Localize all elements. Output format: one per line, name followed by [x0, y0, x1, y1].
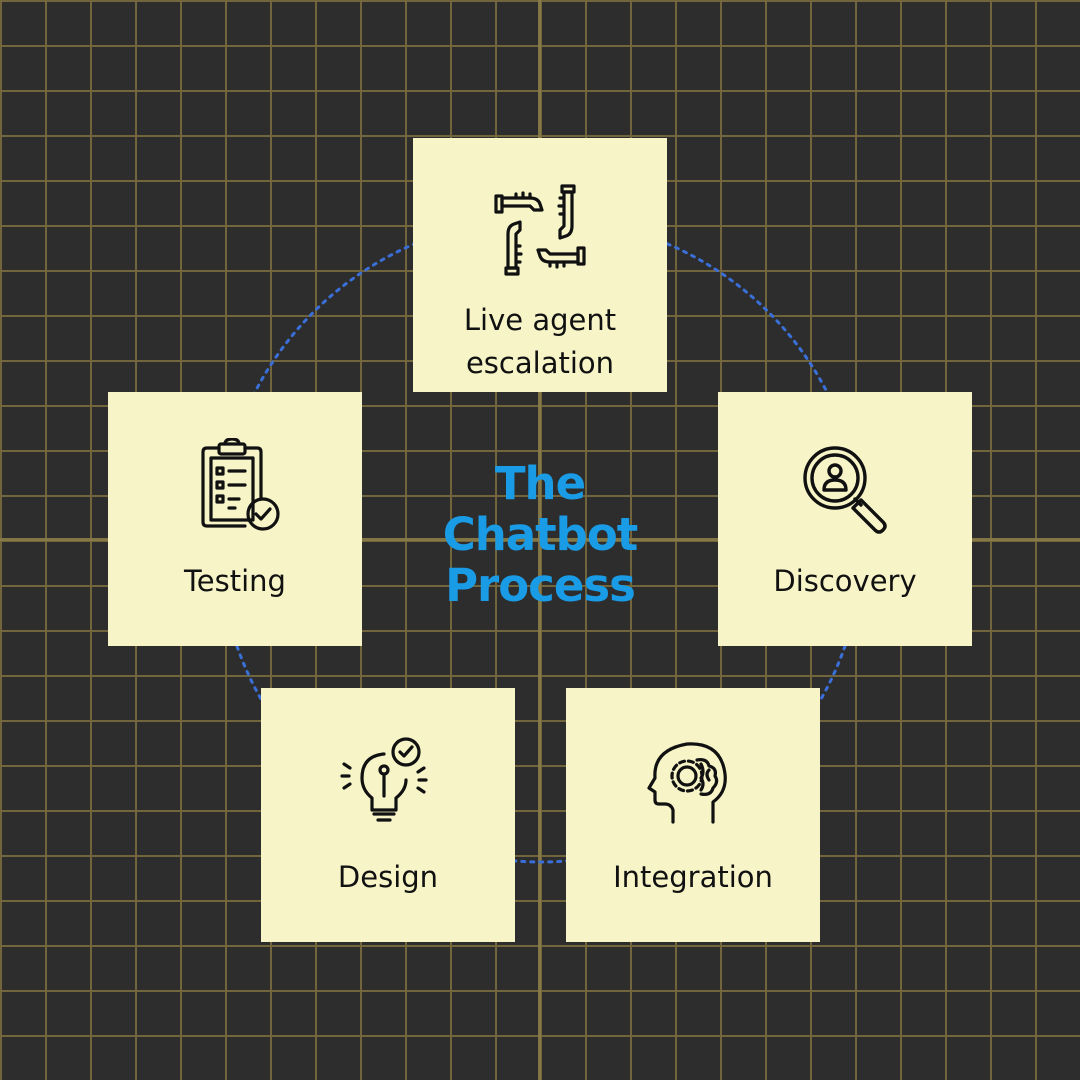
- clipboard-check-icon: [201, 438, 280, 531]
- diagram-title: The Chatbot Process: [395, 458, 685, 611]
- step-card-testing: Testing: [108, 392, 362, 646]
- step-label: Discovery: [773, 564, 917, 598]
- step-label-line: Live agent: [463, 303, 617, 337]
- title-line: Process: [445, 559, 636, 612]
- step-card-discovery: Discovery: [718, 392, 972, 646]
- step-card-integration: Integration: [566, 688, 820, 942]
- title-line: The: [494, 457, 586, 510]
- lightbulb-check-icon: [340, 737, 428, 822]
- grid-major-horizontal-line: [0, 538, 1080, 541]
- hands-teamwork-icon: [494, 184, 586, 276]
- step-label: Integration: [613, 860, 773, 894]
- step-label: Testing: [184, 564, 286, 598]
- step-card-live-agent-escalation: Live agent escalation: [413, 138, 667, 392]
- user-search-icon: [803, 446, 887, 534]
- step-label-line: escalation: [465, 346, 615, 380]
- title-line: Chatbot: [442, 508, 639, 561]
- step-card-design: Design: [261, 688, 515, 942]
- step-label: Live agent escalation: [464, 299, 616, 385]
- step-label: Design: [337, 860, 439, 894]
- brain-gear-icon: [647, 742, 727, 824]
